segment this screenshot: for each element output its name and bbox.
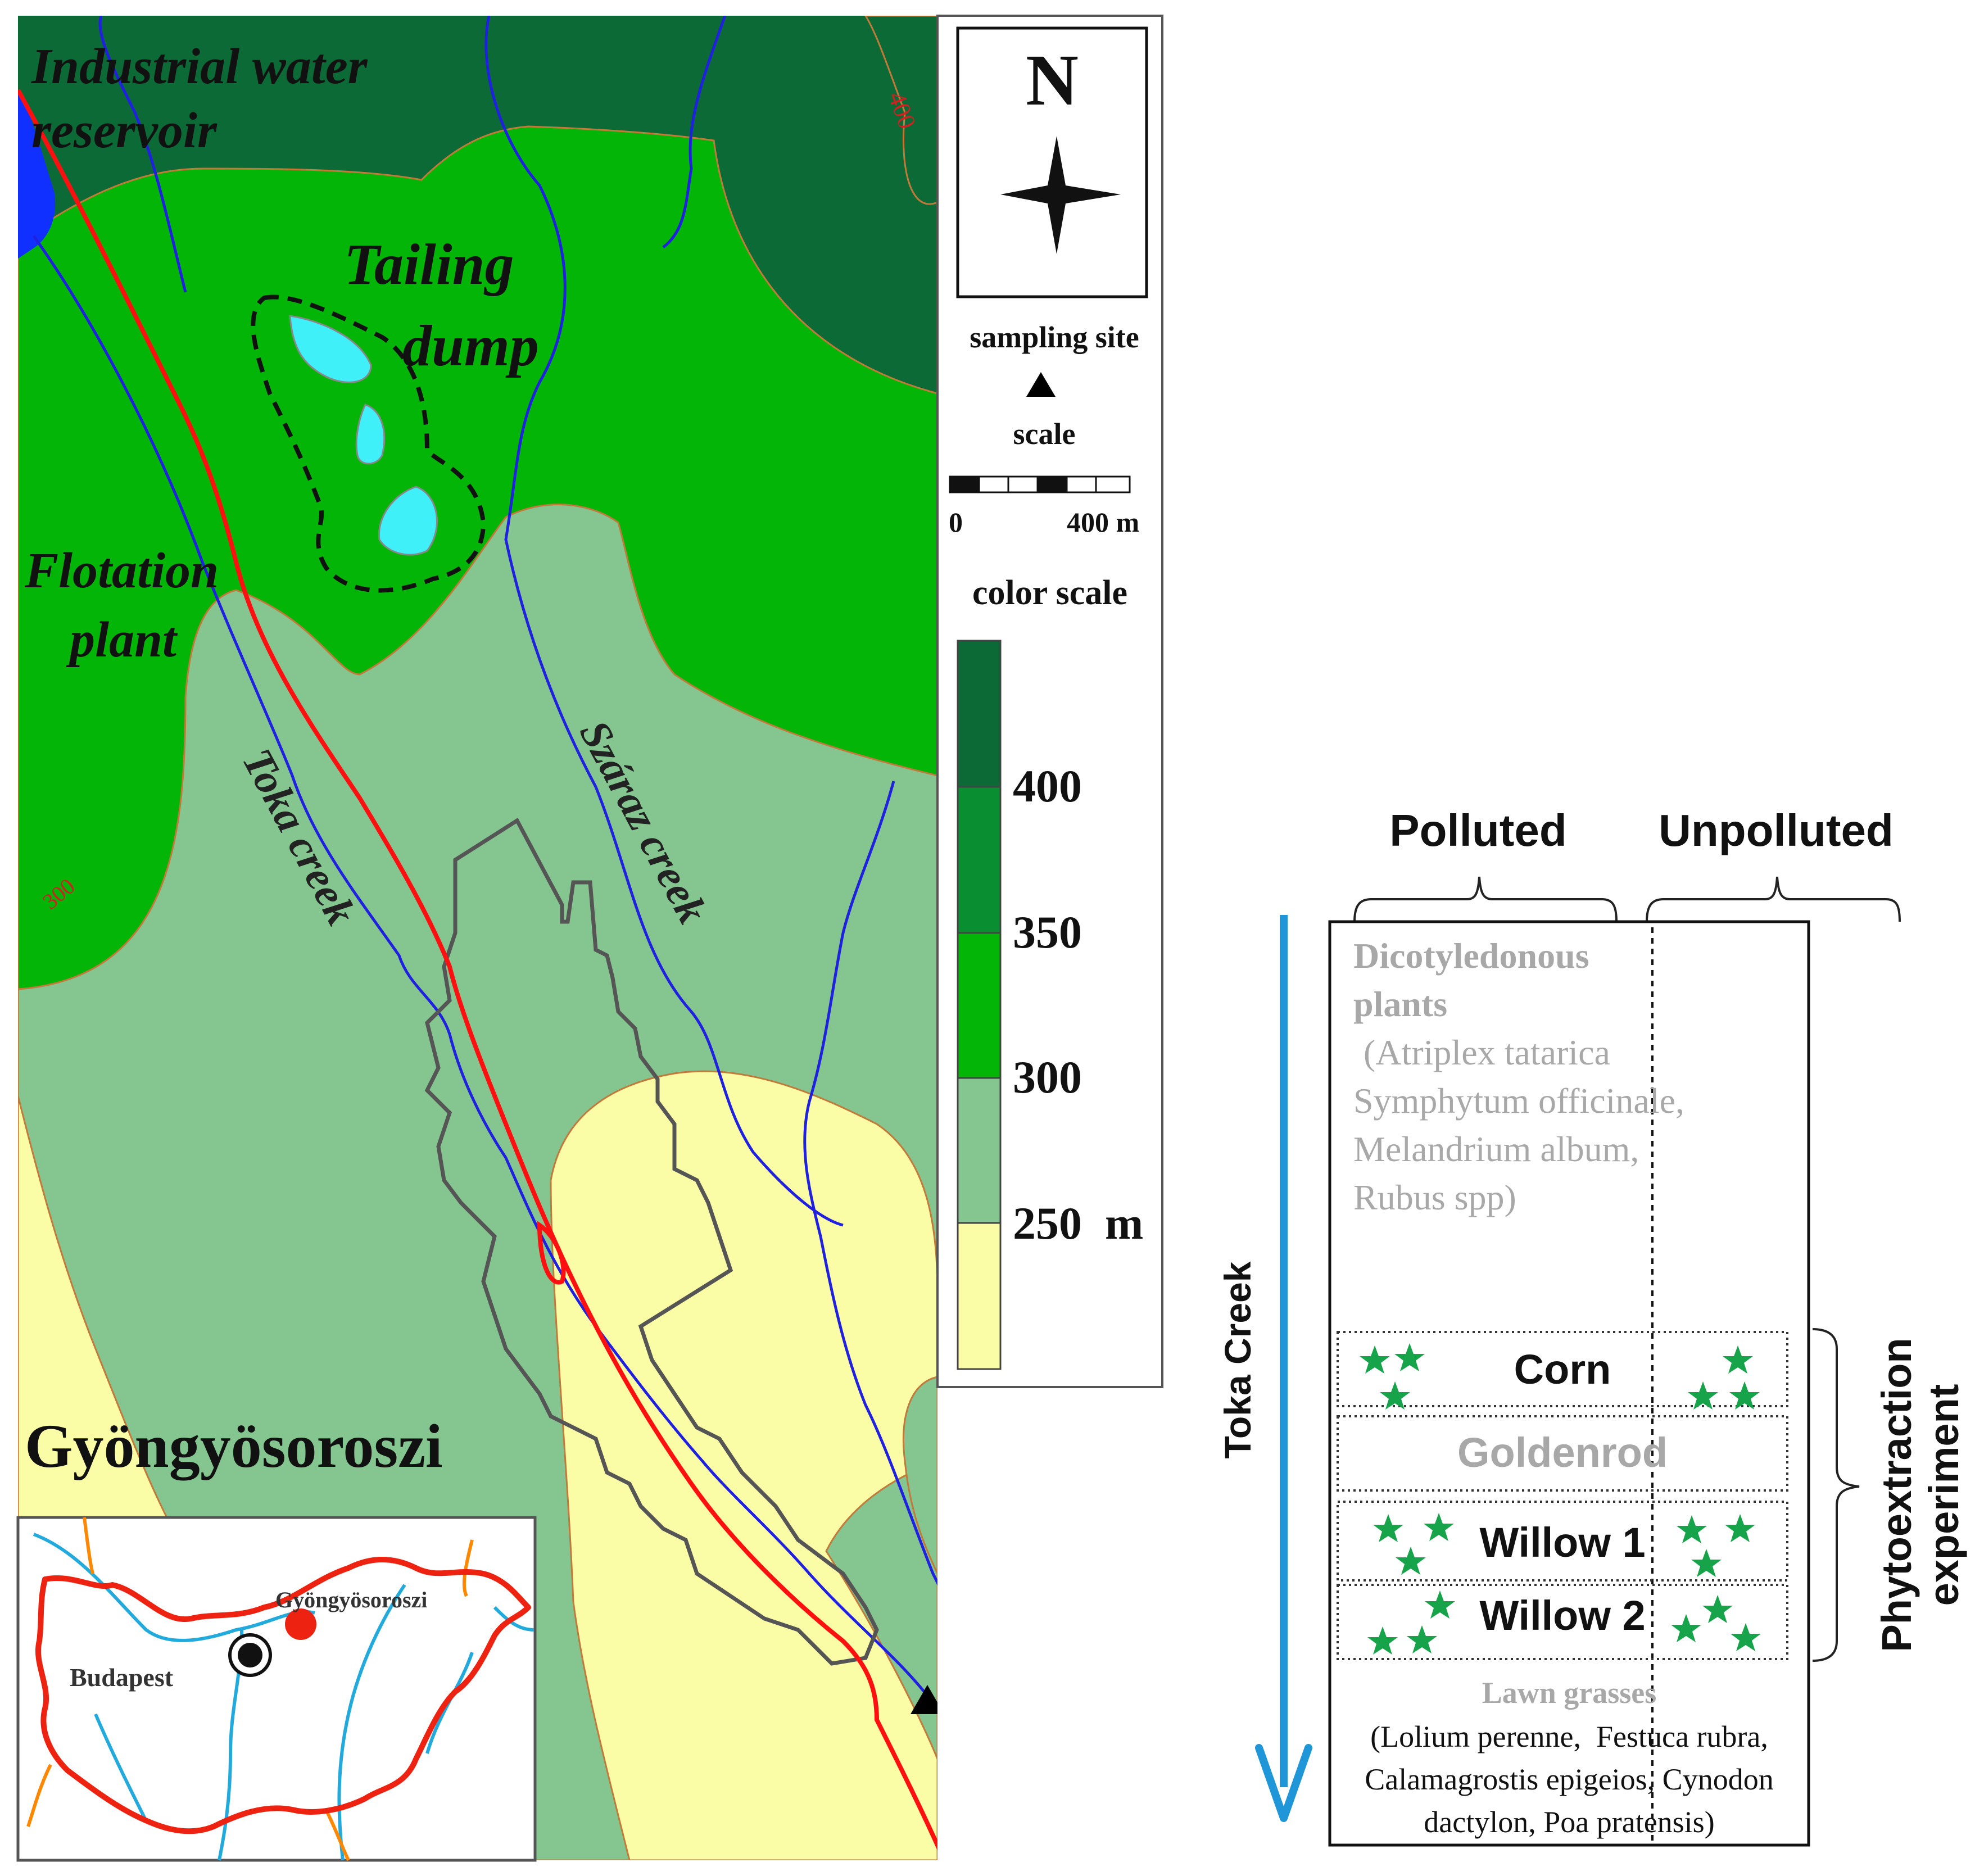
budapest-marker-dot (238, 1643, 262, 1667)
dicot-title: plants (1353, 984, 1447, 1024)
tailing-pond (289, 315, 372, 383)
sampling-site-label: sampling site (970, 320, 1139, 354)
scale-bar (949, 475, 1131, 493)
lawn-species: dactylon, Poa pratensis) (1424, 1805, 1714, 1839)
dicot-species: Rubus spp) (1353, 1177, 1516, 1217)
map-legend: N sampling site scale 0 400 m color scal… (936, 15, 1163, 1388)
color-level-400: 400 (1013, 760, 1082, 812)
row-corn: Corn (1514, 1346, 1611, 1393)
topographic-map: 400 300 Industrial water reservoir Taili… (16, 15, 1163, 1862)
creek-flow-arrow (1255, 915, 1312, 1822)
szaraz-creek-line (484, 16, 844, 1227)
scale-end: 400 m (1067, 506, 1139, 538)
industrial-water-reservoir (18, 90, 56, 259)
village-outline (424, 818, 879, 1666)
streams (32, 16, 937, 1711)
lawn-species: (Lolium perenne, Festuca rubra, (1370, 1720, 1768, 1753)
hungary-border (35, 1557, 531, 1834)
label-plant: plant (66, 612, 178, 668)
tailing-pond (355, 404, 386, 465)
header-unpolluted: Unpolluted (1659, 805, 1894, 855)
zone-above-350-east (864, 16, 937, 205)
color-level-350: 350 (1013, 907, 1082, 958)
road-loop (537, 1221, 566, 1285)
sampling-site-marker (911, 1685, 937, 1714)
inset-map: Budapest Gyöngyösoroszi (16, 1516, 537, 1862)
label-tailing: Tailing (344, 232, 514, 297)
sampling-site-symbol (1026, 372, 1056, 397)
compass-rose-icon (1000, 136, 1121, 254)
zone-below-250-east (550, 1070, 937, 1860)
field-plot (1328, 920, 1810, 1847)
color-scale-label: color scale (972, 574, 1127, 612)
label-phytoextraction: Phytoextraction (1873, 1338, 1920, 1652)
label-village: Gyöngyösoroszi (25, 1412, 443, 1480)
scale-label: scale (1013, 417, 1076, 451)
dicot-block: Dicotyledonous plants (Atriplex tatarica… (1353, 936, 1684, 1217)
label-dump: dump (402, 314, 539, 378)
brace-polluted (1353, 876, 1618, 922)
row-goldenrod: Goldenrod (1457, 1429, 1668, 1476)
header-polluted: Polluted (1389, 805, 1567, 855)
site-marker (285, 1608, 316, 1640)
color-level-250: 250 m (1013, 1198, 1143, 1249)
label-industrial-water: Industrial water (31, 39, 368, 94)
plot-layout-schematic: Polluted Unpolluted Toka Creek Dicotyled… (1217, 805, 1967, 1847)
zone-250-300-east-strip (903, 1376, 937, 1574)
dicot-species: Symphytum officinale, (1353, 1081, 1684, 1121)
dicot-title: Dicotyledonous (1353, 936, 1589, 976)
zone-below-250-west (18, 1095, 187, 1552)
label-toka-creek-axis: Toka Creek (1217, 1261, 1258, 1458)
scale-start: 0 (949, 506, 963, 538)
brace-experiment (1812, 1328, 1860, 1662)
label-experiment: experiment (1920, 1384, 1967, 1606)
north-label: N (1026, 40, 1079, 121)
color-level-300: 300 (1013, 1052, 1082, 1103)
dicot-species: Melandrium album, (1353, 1129, 1639, 1169)
label-reservoir: reservoir (31, 103, 218, 158)
lawn-block: Lawn grasses (Lolium perenne, Festuca ru… (1365, 1676, 1773, 1839)
color-scale-bar (957, 640, 1002, 1370)
stream-line (662, 16, 727, 248)
tailing-dump-boundary (251, 294, 486, 593)
lawn-species: Calamagrostis epigeios, Cynodon (1365, 1762, 1773, 1796)
row-willow-2: Willow 2 (1479, 1592, 1645, 1639)
inset-rivers (26, 1517, 534, 1861)
experiment-rows (1337, 1331, 1788, 1660)
inset-label-budapest: Budapest (70, 1663, 174, 1692)
lake (1029, 1791, 1124, 1860)
toka-creek-line (32, 235, 937, 1711)
brace-unpolluted (1646, 876, 1901, 922)
stream-line (803, 781, 937, 1586)
dicot-species: (Atriplex tatarica (1364, 1032, 1610, 1072)
main-road (18, 89, 937, 1851)
stream-line (98, 16, 187, 293)
lawn-title: Lawn grasses (1482, 1676, 1657, 1710)
label-flotation: Flotation (24, 543, 219, 599)
tailing-pond (378, 486, 438, 556)
row-willow-1: Willow 1 (1479, 1519, 1645, 1566)
inset-label-site: Gyöngyösoroszi (275, 1587, 427, 1612)
